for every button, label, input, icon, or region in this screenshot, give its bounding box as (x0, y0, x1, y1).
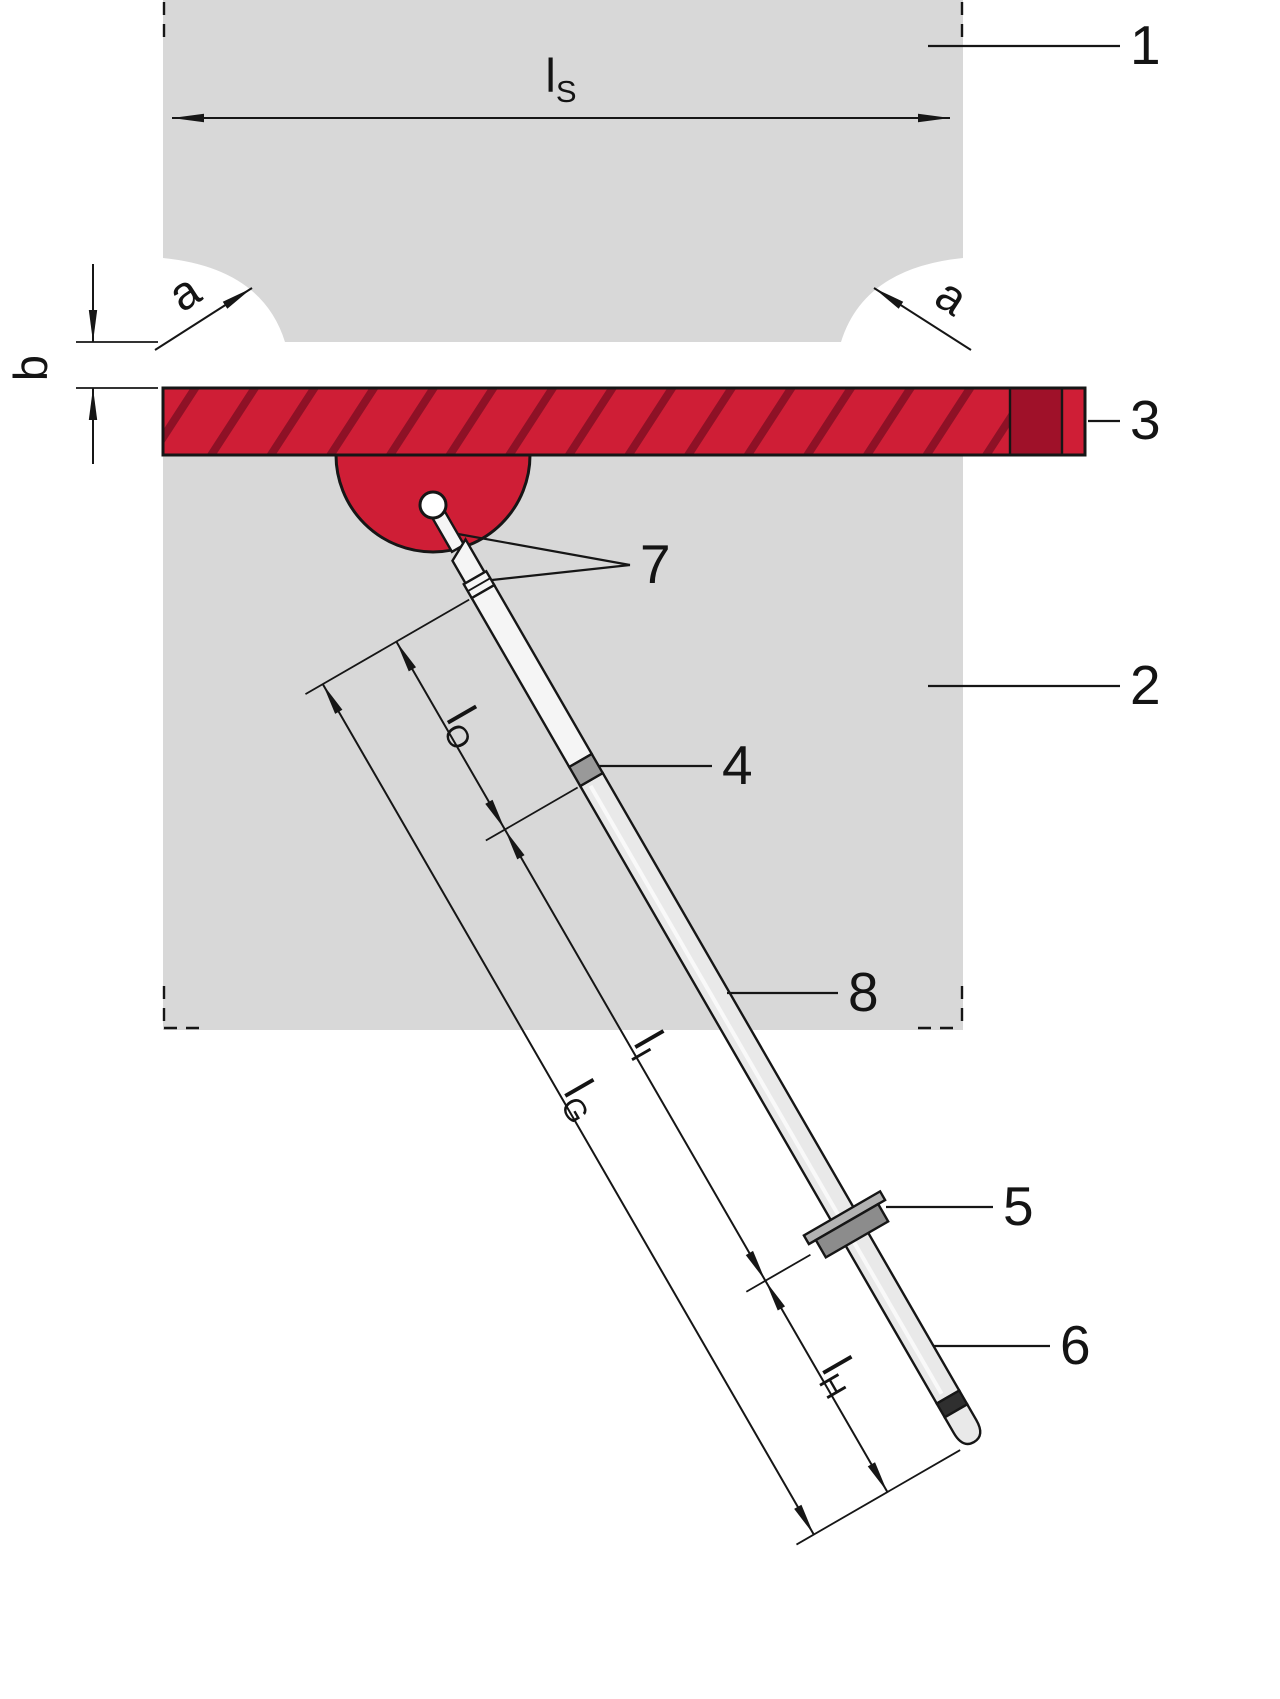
part-leader-7b (491, 563, 631, 582)
weld-seam (161, 386, 1087, 554)
a-left-arrow (154, 287, 253, 351)
ext-line-ring (305, 598, 470, 695)
dim-label-lG: lG (549, 1071, 615, 1129)
a-left-label: a (159, 262, 211, 321)
dimension-ls: lS (172, 49, 950, 123)
part-label-5: 5 (1003, 1175, 1034, 1237)
ext-line-tip (796, 1449, 961, 1546)
weld-bar-dark-band (1010, 388, 1062, 455)
weld-bar-outline (161, 386, 1087, 457)
part-label-8: 8 (848, 961, 879, 1023)
weld-bar-hatch (163, 388, 1010, 455)
pivot-hole (418, 490, 448, 520)
workpieces (162, 0, 964, 1030)
part-leader-7a (457, 532, 631, 567)
dimension-b: b (4, 264, 158, 464)
ls-label: lS (545, 49, 576, 109)
a-right-arrow (873, 287, 972, 351)
dim-line-lG (321, 683, 815, 1536)
part-callouts: 1 2 3 4 5 6 7 8 (457, 14, 1161, 1376)
b-label: b (4, 355, 57, 381)
collar-nut (814, 1202, 890, 1260)
probe-tip (943, 1402, 982, 1446)
probe-ring-line (467, 577, 491, 592)
part-label-4: 4 (722, 734, 753, 796)
part-label-3: 3 (1130, 389, 1161, 451)
ext-line-collar (745, 1253, 811, 1293)
part-label-7: 7 (640, 533, 671, 595)
part-label-1: 1 (1130, 14, 1161, 76)
dim-label-lH: lH (807, 1348, 873, 1405)
part-label-6: 6 (1060, 1314, 1091, 1376)
a-right-label: a (927, 267, 979, 326)
upper-workpiece (163, 0, 963, 342)
part-label-2: 2 (1130, 654, 1161, 716)
